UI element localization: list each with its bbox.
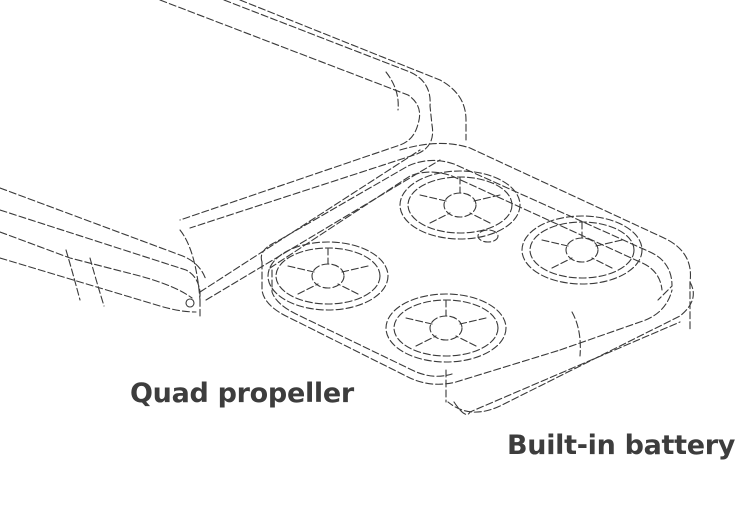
phone-screen-edge bbox=[189, 0, 434, 229]
battery-bottom bbox=[453, 321, 681, 415]
drone-module bbox=[260, 142, 694, 415]
quad-propeller-label: Quad propeller bbox=[130, 378, 354, 409]
phone-top-corner bbox=[385, 71, 399, 111]
phone-side-seam-2 bbox=[89, 257, 105, 307]
phone-corner bbox=[179, 229, 201, 301]
propeller-top bbox=[399, 170, 521, 240]
propeller-right bbox=[521, 215, 643, 285]
phone-side-line bbox=[0, 231, 193, 299]
module-bottom-left bbox=[261, 261, 561, 385]
battery-seam bbox=[571, 311, 581, 357]
phone-rail-2 bbox=[205, 159, 441, 301]
phone-left-edge-top bbox=[0, 187, 207, 281]
propeller-bottom bbox=[385, 293, 507, 363]
phone-screen-inner bbox=[159, 0, 421, 221]
phone-side-seam bbox=[65, 249, 81, 301]
phone-body bbox=[0, 0, 467, 317]
built-in-battery-label: Built-in battery bbox=[507, 430, 736, 461]
module-bottom-inner bbox=[271, 269, 453, 377]
phone-port bbox=[185, 298, 195, 308]
phone-top-edge bbox=[239, 0, 467, 141]
propeller-left bbox=[267, 241, 389, 311]
module-plate-outer bbox=[260, 159, 673, 301]
module-right-bottom bbox=[559, 289, 673, 351]
module-plate-inner bbox=[269, 171, 663, 291]
phone-rail bbox=[199, 149, 421, 293]
camera-lens bbox=[477, 229, 499, 243]
phone-bottom-edge bbox=[0, 257, 197, 313]
phone-left-edge-mid bbox=[0, 209, 201, 317]
module-top-edge bbox=[399, 142, 692, 331]
